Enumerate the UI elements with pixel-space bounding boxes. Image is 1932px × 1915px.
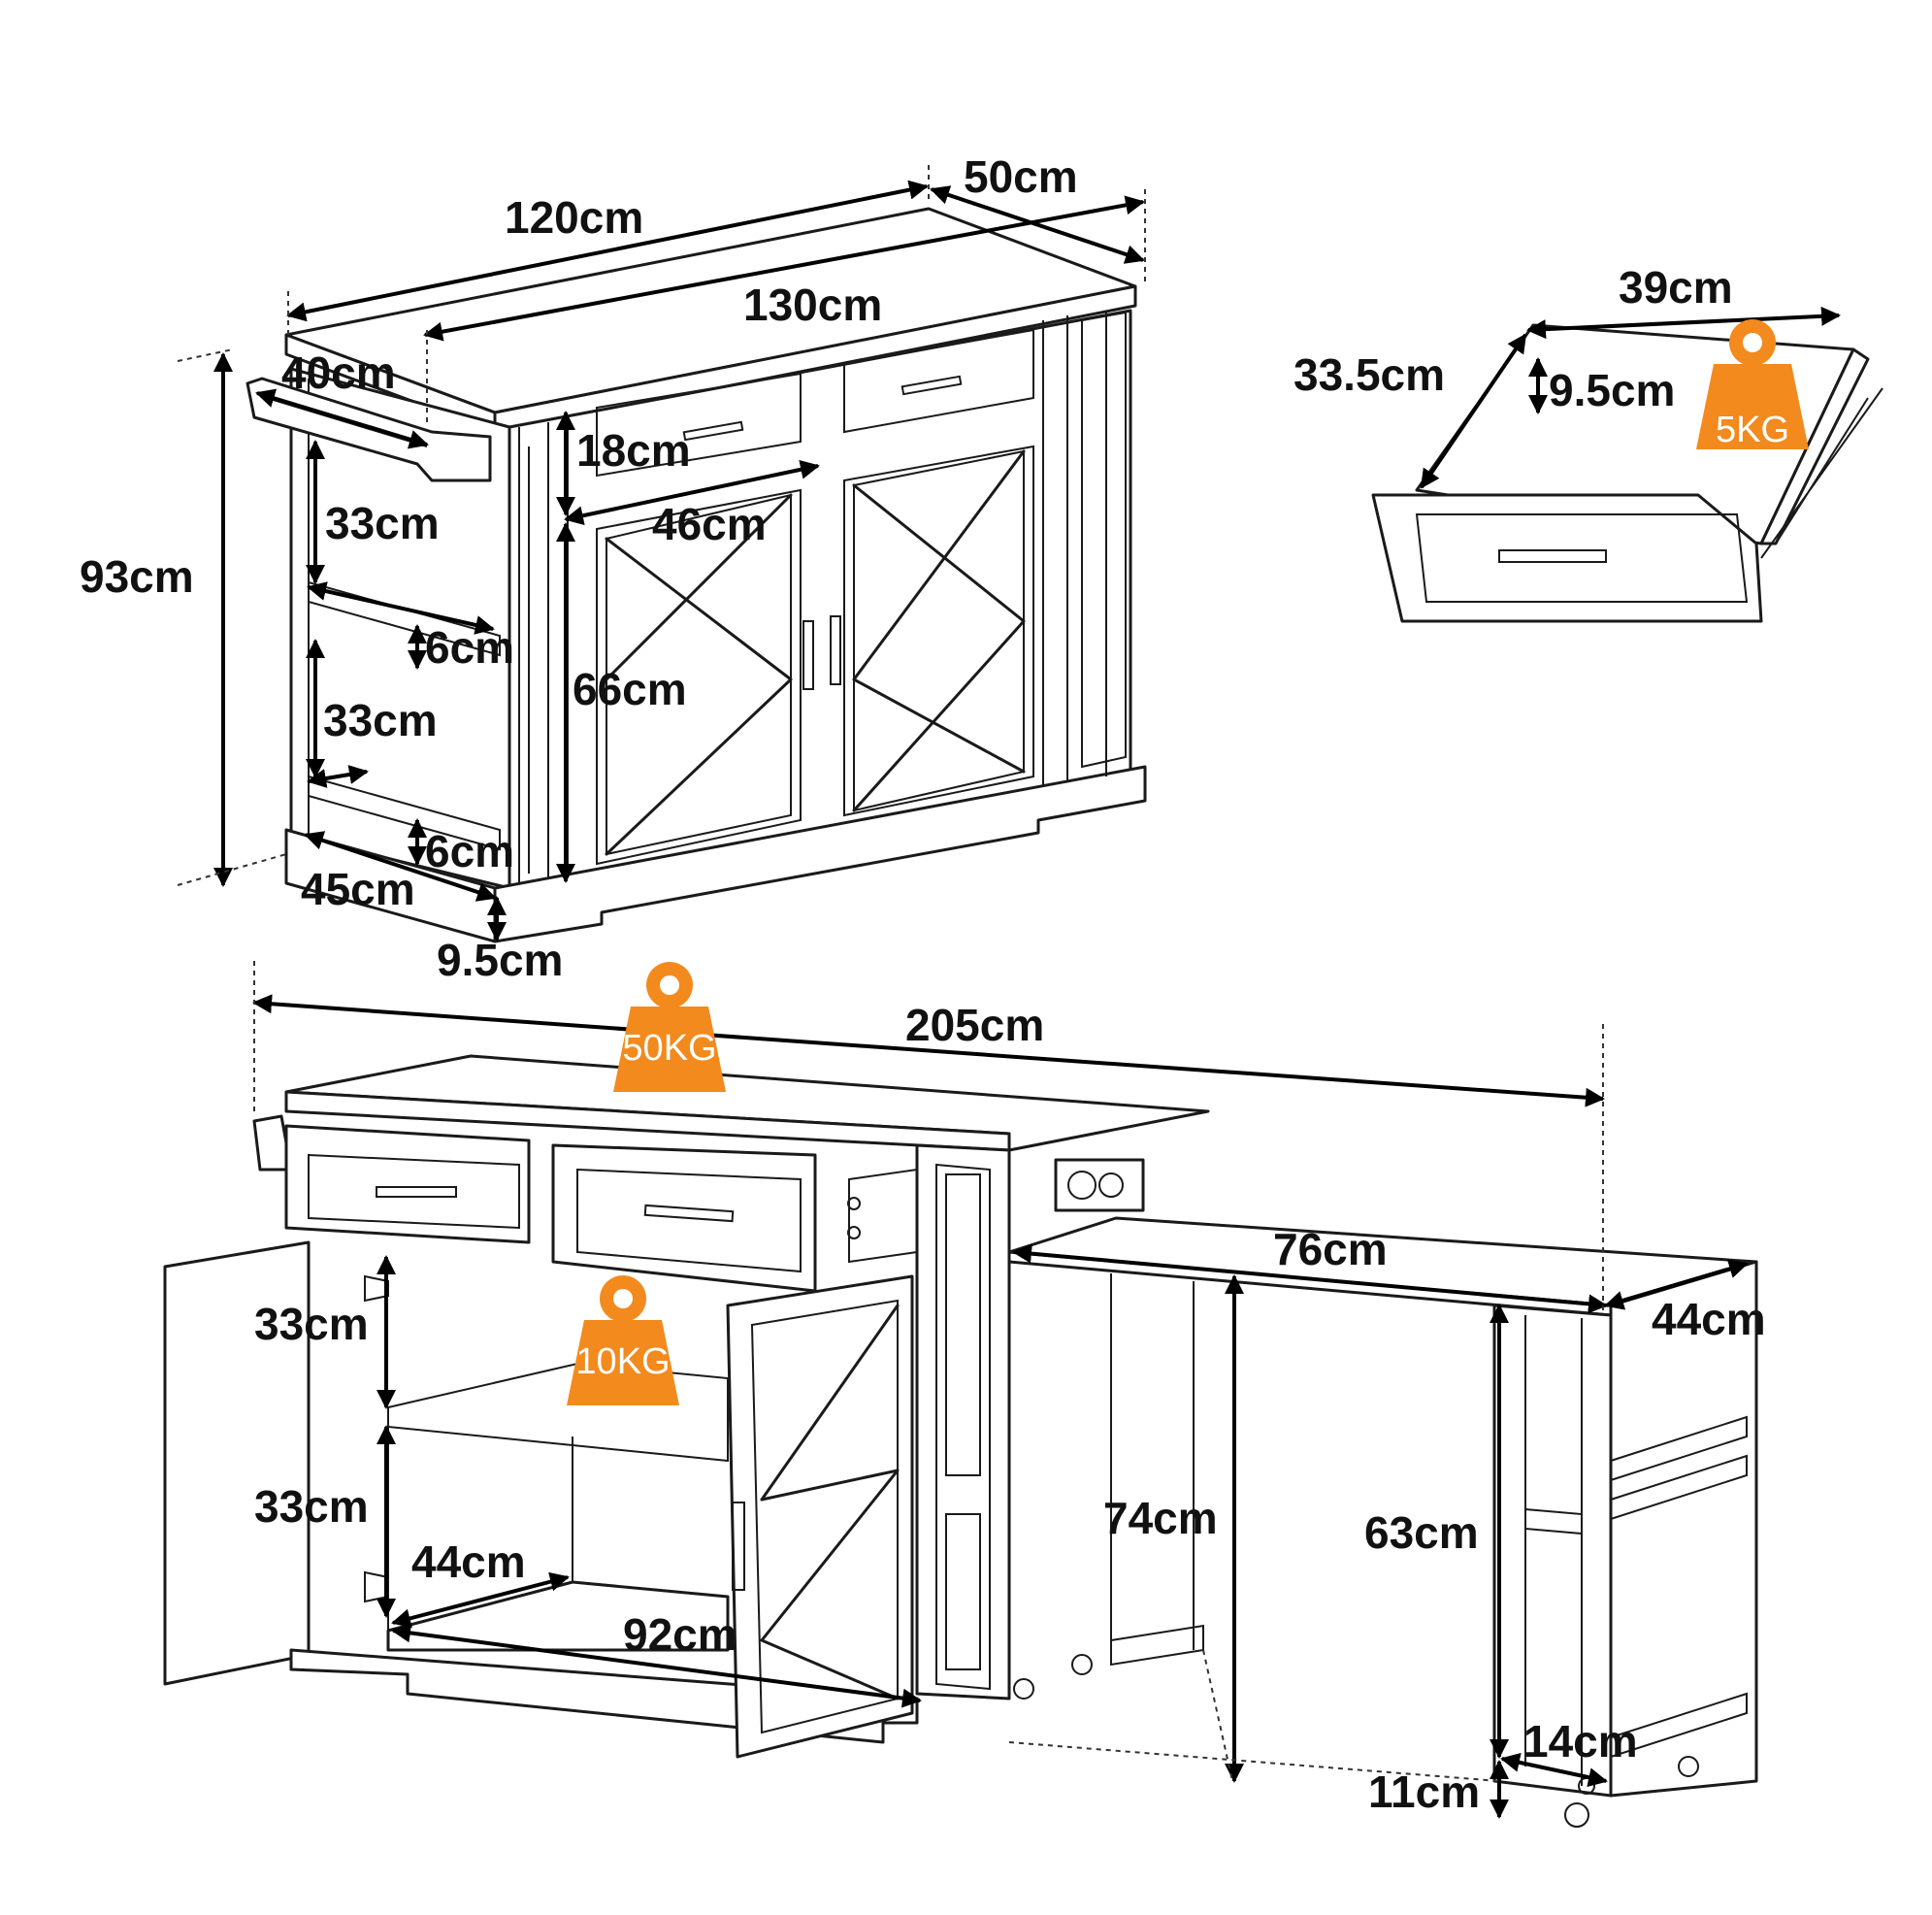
closed-island-illustration	[246, 207, 1147, 943]
label-drawer-depth-33-5: 33.5cm	[1293, 349, 1445, 400]
label-height-93: 93cm	[80, 551, 194, 602]
label-depth-50: 50cm	[964, 151, 1078, 202]
dimension-lines	[177, 165, 1841, 1819]
weight-badge-10kg: 10KG	[567, 1275, 679, 1405]
weight-badge-5kg: 5KG	[1696, 319, 1809, 450]
label-top-130: 130cm	[743, 280, 882, 330]
weight-label: 50KG	[622, 1028, 716, 1069]
label-base-height: 9.5cm	[437, 935, 563, 985]
label-cart-lip-14: 14cm	[1523, 1716, 1638, 1766]
label-ext-shelf-gap-upper: 33cm	[254, 1299, 369, 1349]
weight-label: 5KG	[1716, 410, 1789, 450]
label-door-height-66: 66cm	[573, 664, 687, 714]
label-shelf-gap-upper: 33cm	[325, 498, 440, 548]
label-drawer-height-9-5: 9.5cm	[1549, 365, 1675, 415]
label-table-height-74: 74cm	[1103, 1493, 1218, 1543]
label-caster-height-11: 11cm	[1368, 1766, 1480, 1817]
dimension-labels: 120cm 50cm 130cm 40cm 93cm 33cm 6cm 33cm…	[80, 151, 1766, 1817]
label-ext-shelf-depth-44: 44cm	[411, 1536, 526, 1587]
label-rail-40: 40cm	[281, 347, 396, 398]
label-total-205: 205cm	[905, 1000, 1044, 1050]
label-drawer-width-39: 39cm	[1619, 262, 1733, 313]
label-leg-height-63: 63cm	[1364, 1507, 1479, 1558]
extended-island-illustration	[163, 1054, 1758, 1828]
weight-badge-50kg: 50KG	[613, 962, 726, 1092]
weight-label: 10KG	[575, 1341, 670, 1382]
label-drawer-width-46: 46cm	[652, 499, 767, 549]
label-width-120: 120cm	[505, 192, 643, 243]
label-extension-depth-44: 44cm	[1652, 1294, 1766, 1344]
label-drawer-height-18: 18cm	[576, 425, 691, 476]
label-ext-shelf-gap-lower: 33cm	[254, 1481, 369, 1532]
label-interior-92: 92cm	[623, 1609, 737, 1660]
label-shelf-lip-upper: 6cm	[425, 622, 514, 673]
label-shelf-lip-lower: 6cm	[425, 826, 514, 876]
label-shelf-gap-lower: 33cm	[323, 695, 438, 745]
label-shelf-depth-45: 45cm	[301, 864, 415, 914]
label-extension-76: 76cm	[1273, 1224, 1388, 1274]
